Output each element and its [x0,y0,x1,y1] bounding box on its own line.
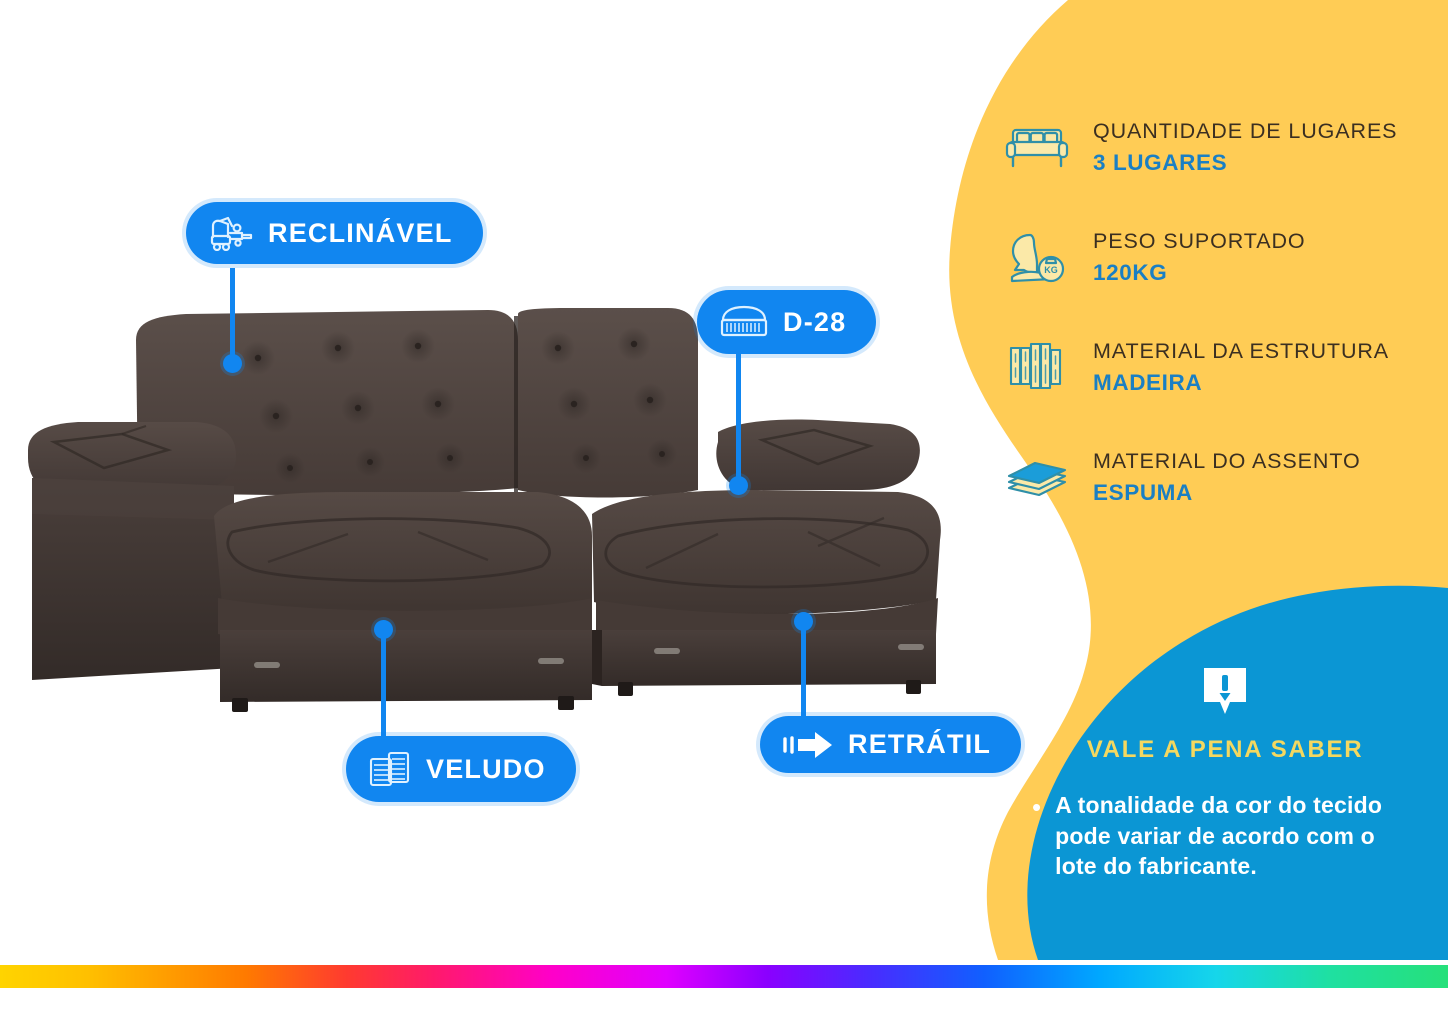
spec-row-seat-material: MATERIAL DO ASSENTO ESPUMA [1003,438,1433,518]
badge-d28[interactable]: D-28 [697,290,877,354]
callout-d28[interactable]: D-28 [697,290,877,495]
badge-label: RECLINÁVEL [268,217,453,248]
spec-row-weight: KG PESO SUPORTADO 120KG [1003,218,1433,298]
blue-note-shape [1027,585,1448,960]
callout-reclinavel[interactable]: RECLINÁVEL [186,202,483,373]
decorative-shapes [888,0,1448,960]
motion-arrow-icon [782,730,834,760]
note-text: A tonalidade da cor do tecido pode varia… [1055,792,1383,880]
badge-label: RETRÁTIL [848,729,992,759]
badge-retratil[interactable]: RETRÁTIL [760,716,1022,773]
badge-veludo[interactable]: VELUDO [346,736,576,802]
svg-text:KG: KG [1044,265,1058,275]
badge-label: VELUDO [426,753,546,784]
leader-dot [223,354,242,373]
spec-value: ESPUMA [1093,479,1193,505]
note-bullet: • [1032,792,1042,822]
spec-row-structure: MATERIAL DA ESTRUTURA MADEIRA [1003,328,1433,408]
leader-dot [729,476,748,495]
foam-layers-icon [1003,447,1071,509]
good-to-know-card: VALE A PENA SABER • A tonalidade da cor … [1010,660,1440,882]
foam-density-icon [719,303,769,341]
leader-line [801,620,806,720]
spec-value: 3 LUGARES [1093,149,1228,175]
note-title: VALE A PENA SABER [1086,736,1364,763]
recliner-icon [208,215,254,251]
spec-label: MATERIAL DO ASSENTO [1093,449,1361,474]
spec-label: MATERIAL DA ESTRUTURA [1093,339,1390,364]
leader-line [230,268,235,366]
spec-label: PESO SUPORTADO [1093,229,1306,254]
leader-line [381,628,386,738]
badge-label: D-28 [783,306,847,337]
sofa-icon [1003,117,1071,179]
fabric-stack-icon [368,749,412,789]
rainbow-gradient-bar [0,965,1448,988]
weight-person-icon: KG [1003,227,1071,289]
badge-reclinavel[interactable]: RECLINÁVEL [186,202,483,264]
alert-callout-icon [1010,660,1440,722]
leader-line [736,354,741,486]
specifications-list: QUANTIDADE DE LUGARES 3 LUGARES KG PES [1003,108,1433,518]
spec-row-seats: QUANTIDADE DE LUGARES 3 LUGARES [1003,108,1433,188]
sofa-retratil-reclinavel-photo [18,300,958,720]
spec-label: QUANTIDADE DE LUGARES [1093,119,1398,144]
wood-planks-icon [1003,337,1071,399]
spec-value: 120KG [1093,259,1168,285]
spec-value: MADEIRA [1093,369,1203,395]
